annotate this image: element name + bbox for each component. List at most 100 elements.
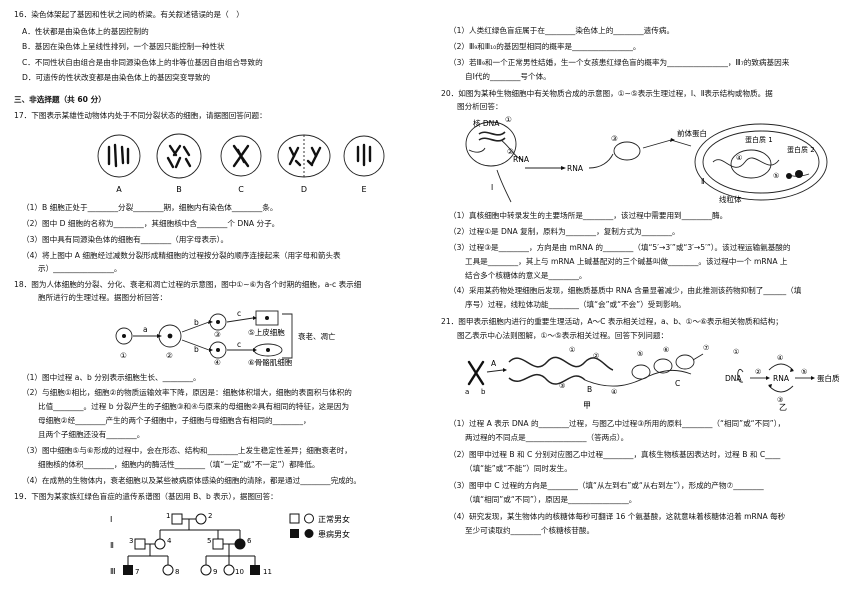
q21-num-5: ⑤ [637,350,643,358]
q19-stem: 19．下图为某家族红绿色盲症的遗传系谱图（基因用 B、b 表示），据图回答： [14,492,278,501]
q21-part2-line1: （2）图甲中过程 B 和 C 分别对应图乙中过程________，真核生物核基因… [449,450,781,459]
q19-person-6: 6 [247,537,252,545]
q17-part4-line2: 示）________________。 [38,264,122,273]
q18-stem-line1: 18．图为人体细胞的分裂、分化、衰老和凋亡过程的示意图，图中①~⑥为各个时期的细… [14,280,362,289]
q21-figure-jia: 甲 [583,401,591,410]
q20-num-4: ④ [736,154,742,162]
q21-part2-line2: （填“能”或“不能”）同时发生。 [465,464,572,473]
q20-part3-line3: 结合多个核糖体的意义是________。 [465,271,587,280]
section-title: 三、非选择题（共 60 分） [14,95,106,104]
q21-num-2: ② [593,352,599,360]
q21-label-process-c: C [675,379,680,388]
q21-num-6: ⑥ [663,346,669,354]
q18-label-b-top: b [194,318,199,327]
q20-structure-1: Ⅰ [491,183,493,192]
q20-synthesis-diagram: 核 DNA ① ② RNA RNA ③ 前体蛋白 Ⅰ Ⅱ 蛋白质 1 蛋白质 2… [465,115,828,204]
q21-num-3: ③ [559,382,565,390]
q19-legend-affected: 患病男女 [318,529,350,539]
q18-num-3: ③ [214,330,221,339]
q20-protein-2: 蛋白质 2 [787,145,815,154]
q17-stem: 17．下图表示某雄性动物体内处于不同分裂状态的细胞，请据图回答问题： [14,111,267,120]
q21-part3-line1: （3）图甲中 C 过程的方向是________（填“从左到右”或“从右到左”），… [449,481,764,490]
q21-label-b: b [481,388,486,396]
q20-precursor-label: 前体蛋白 [677,128,707,138]
q16-option-b: B．基因在染色体上呈线性排列，一个基因只能控制一种性状 [22,42,225,51]
q20-part3-line1: （3）过程③是________，方向是由 mRNA 的________（填“5′… [449,243,791,252]
q17-part3: （3）图中具有同源染色体的细胞有________（用字母表示）。 [22,235,229,244]
q19-part1: （1）人类红绿色盲症属于在________染色体上的________遗传病。 [449,26,675,35]
q19-person-10: 10 [235,568,244,576]
q18-num-1: ① [120,351,127,360]
q18-label-b-bottom: b [194,345,199,354]
q21-label-process-a: A [491,359,497,368]
q16-stem: 16．染色体架起了基因和性状之间的桥梁。有关叙述错误的是（ ） [14,10,244,19]
q20-num-1: ① [505,115,512,124]
q19-person-1: 1 [166,512,170,520]
q19-legend-normal: 正常男女 [318,514,350,524]
q21-part4-line1: （4）研究发现，某生物体内的核糖体每秒可翻译 16 个氨基酸，这就意味着核糖体沿… [449,512,786,521]
q21-yi-num-4: ④ [777,354,783,362]
q20-part4-line1: （4）采用某药物处理细胞后发现，细胞质基质中 RNA 含量显著减少，由此推测该药… [449,286,802,295]
q18-cell-6-label: ⑥骨骼肌细胞 [248,357,293,367]
q20-num-5: ⑤ [773,172,779,180]
q17-part2: （2）图中 D 细胞的名称为________，其细胞核中含________个 D… [22,219,280,228]
q17-label-a: A [116,185,122,194]
q18-part2-line4: 且两个子细胞还没有________。 [38,430,145,439]
q20-rna-label-1: RNA [513,155,530,164]
q18-label-c-top: c [237,309,241,318]
q18-part2-line3: 母细胞②经________产生的两个子细胞中，子细胞与母细胞含有相同的_____… [38,416,311,425]
q20-stem-line1: 20．如图为某种生物细胞中有关物质合成的示意图，①~⑤表示生理过程，Ⅰ、Ⅱ表示结… [441,89,773,98]
q21-part4-line2: 至少可读取约________个核糖核苷酸。 [465,526,595,535]
q17-cell-figure: A B C D E [97,133,385,194]
q19-gen-1: Ⅰ [110,515,112,524]
q21-label-process-b: B [587,385,592,394]
q19-part3-line1: （3）若Ⅲ₉和一个正常男性结婚，生一个女孩患红绿色盲的概率为__________… [449,58,790,67]
q21-num-7: ⑦ [703,344,709,352]
q21-num-1: ① [569,346,575,354]
q21-stem-line1: 21．图甲表示细胞内进行的重要生理活动，A～C 表示相关过程，a、b、①～⑥表示… [441,317,783,326]
q18-num-2: ② [166,351,173,360]
q21-yi-num-3: ③ [777,396,783,404]
q18-part2-line1: （2）与细胞①相比，细胞②的物质运输效率下降，原因是：细胞体积增大，细胞的表面积… [22,388,352,397]
q21-yi-num-1: ① [733,348,739,356]
q18-aging-label: 衰老、凋亡 [298,331,336,341]
q21-yi-dna: DNA [725,374,742,383]
q20-stem-line2: 图分析回答： [457,102,503,111]
q19-part3-line2: 自Ⅰ代的________号个体。 [465,72,551,81]
q17-label-d: D [301,185,307,194]
q21-yi-protein: 蛋白质 [817,373,840,383]
q19-gen-3: Ⅲ [110,567,116,576]
q20-part1: （1）真核细胞中转录发生的主要场所是________，该过程中需要用到_____… [449,211,728,220]
q18-cell-diagram: a b b c c ① ② ③ ④ ⑤上皮细胞 ⑥骨骼肌细胞 衰老、凋亡 [115,309,336,367]
q21-yi-num-2: ② [755,368,761,376]
q18-num-4: ④ [214,358,221,367]
q17-label-c: C [238,185,244,194]
q20-part2: （2）过程①是 DNA 复制，原料为________，复制方式为________… [449,227,680,236]
q20-num-2: ② [507,147,514,156]
q18-label-c-bottom: c [237,340,241,349]
q17-part1: （1）B 细胞正处于________分裂________期，细胞内有染色体___… [22,203,278,212]
q17-part4-line1: （4）将上图中 A 细胞经过减数分裂形成精细胞的过程按分裂的顺序连接起来（用字母… [22,251,341,260]
q19-person-2: 2 [208,512,212,520]
q19-gen-2: Ⅱ [110,541,114,550]
q21-yi-num-5: ⑤ [801,368,807,376]
q16-option-c: C．不同性状自由组合是由非同源染色体上的非等位基因自由组合导致的 [22,58,263,67]
q18-part1: （1）图中过程 a、b 分别表示细胞生长、________。 [22,373,201,382]
q18-cell-5-label: ⑤上皮细胞 [248,327,285,337]
q21-label-a: a [465,388,469,396]
q19-person-8: 8 [175,568,179,576]
q19-person-9: 9 [213,568,217,576]
q18-label-a: a [143,325,148,334]
q20-part3-line2: 工具是________，其上与 mRNA 上碱基配对的三个碱基叫做_______… [465,257,788,266]
q21-stem-line2: 图乙表示中心法则图解，①～⑤表示相关过程。回答下列问题： [457,331,669,340]
q20-mitochondria-label: 线粒体 [719,194,742,204]
q20-structure-2: Ⅱ [701,177,705,186]
q20-nuclear-dna-label: 核 DNA [473,118,500,128]
q19-part2: （2）Ⅲ₉和Ⅲ₁₀的基因型相同的概率是________________。 [449,42,641,51]
q21-figures: a b A ① ② ③ B ④ ⑤ ⑥ ⑦ C 甲 ① DNA ② ④ RNA … [465,344,840,412]
q20-num-3: ③ [611,134,618,143]
q21-part3-line2: （填“相同”或“不同”），原因是________________。 [465,495,637,504]
q18-part4: （4）在成熟的生物体内，衰老细胞以及某些被病原体感染的细胞的清除，都是通过___… [22,476,361,485]
q20-rna-label-2: RNA [567,164,584,173]
